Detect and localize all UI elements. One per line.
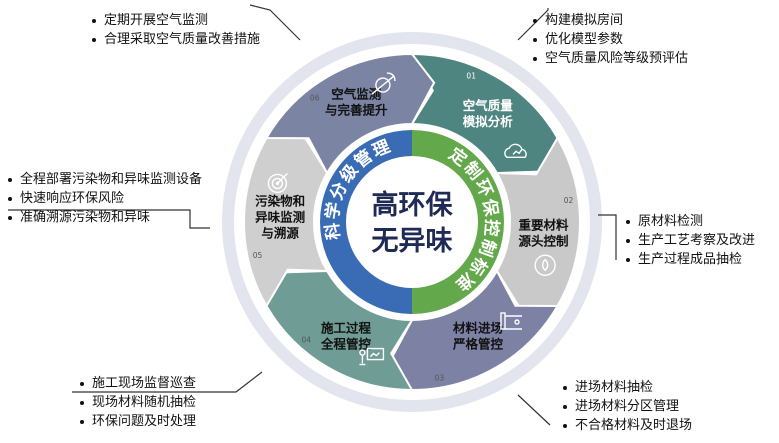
callout-item: 不合格材料及时退场: [563, 416, 692, 435]
connector-02: [598, 214, 617, 260]
center-title-line2: 无异味: [372, 226, 453, 257]
callout-item: 全程部署污染物和异味监测设备: [8, 170, 202, 189]
callout-02-list: 原材料检测 生产工艺考察及改进 生产过程成品抽检: [626, 212, 755, 269]
segment-number: 05: [253, 251, 263, 260]
segment-number: 04: [302, 335, 312, 344]
callout-item: 进场材料分区管理: [563, 397, 692, 416]
center-disc: [348, 158, 476, 286]
callout-item: 原材料检测: [626, 212, 755, 231]
barrier-gate-icon: [500, 312, 522, 330]
segment-02: 重要材料源头控制 02: [495, 136, 581, 312]
callout-01-list: 构建模拟房间 优化模型参数 空气质量风险等级预评估: [533, 11, 688, 68]
callout-connectors: [8, 4, 617, 426]
segment-number: 06: [310, 94, 320, 103]
connector-03: [517, 394, 551, 426]
callout-04-list: 施工现场监督巡查 现场材料随机抽检 环保问题及时处理: [80, 374, 196, 431]
callout-item: 生产过程成品抽检: [626, 250, 755, 269]
connector-05: [8, 209, 210, 229]
segment-01: 空气质量模拟分析 01: [410, 52, 559, 175]
callout-item: 环保问题及时处理: [80, 412, 196, 431]
callout-item: 定期开展空气监测: [92, 11, 260, 30]
callout-item: 施工现场监督巡查: [80, 374, 196, 393]
callout-item: 空气质量风险等级预评估: [533, 49, 688, 68]
flame-drop-icon: [534, 254, 556, 276]
callout-03-list: 进场材料抽检 进场材料分区管理 不合格材料及时退场: [563, 378, 692, 435]
callout-item: 进场材料抽检: [563, 378, 692, 397]
connector-04: [72, 371, 263, 393]
callout-item: 合理采取空气质量改善措施: [92, 30, 260, 49]
satellite-icon: [371, 72, 396, 95]
segment-label: 污染物和异味监测与溯源: [255, 193, 305, 240]
callout-item: 构建模拟房间: [533, 11, 688, 30]
callout-05-list: 全程部署污染物和异味监测设备 快速响应环保风险 准确溯源污染物和异味: [8, 170, 202, 227]
segment-label: 材料进场严格管控: [452, 320, 504, 351]
callout-item: 生产工艺考察及改进: [626, 231, 755, 250]
connector-06: [249, 4, 301, 41]
segment-number: 03: [435, 374, 445, 383]
segment-label: 空气质量模拟分析: [463, 98, 514, 129]
center-hub: 科学分级管理定制环保控制标准高环保无异味: [320, 130, 504, 314]
callout-item: 快速响应环保风险: [8, 189, 202, 208]
presentation-board-icon: [359, 347, 385, 366]
segment-number: 01: [466, 72, 476, 81]
segments-group: 空气质量模拟分析 01 重要材料源头控制 02 材料进场严格管控 03 施工过程全程管控 04…: [243, 52, 581, 392]
target-icon: [267, 172, 288, 194]
blue-ring-band: [320, 130, 412, 314]
callout-item: 优化模型参数: [533, 30, 688, 49]
segment-label: 重要材料源头控制: [518, 218, 569, 249]
segment-number: 02: [564, 196, 574, 205]
center-title-line1: 高环保: [372, 189, 454, 221]
segment-label: 空气监测与完善提升: [325, 86, 388, 117]
green-ring-band: [412, 130, 504, 314]
callout-item: 准确溯源污染物和异味: [8, 208, 202, 227]
segment-06: 空气监测与完善提升 06: [264, 52, 436, 176]
cloud-icon: [504, 143, 527, 159]
callout-06-list: 定期开展空气监测 合理采取空气质量改善措施: [92, 11, 260, 49]
callout-item: 现场材料随机抽检: [80, 393, 196, 412]
segment-05: 污染物和异味监测与溯源 05: [243, 132, 329, 308]
connector-01: [517, 8, 549, 41]
segment-label: 施工过程全程管控: [320, 320, 372, 351]
segment-shape: [264, 52, 436, 176]
